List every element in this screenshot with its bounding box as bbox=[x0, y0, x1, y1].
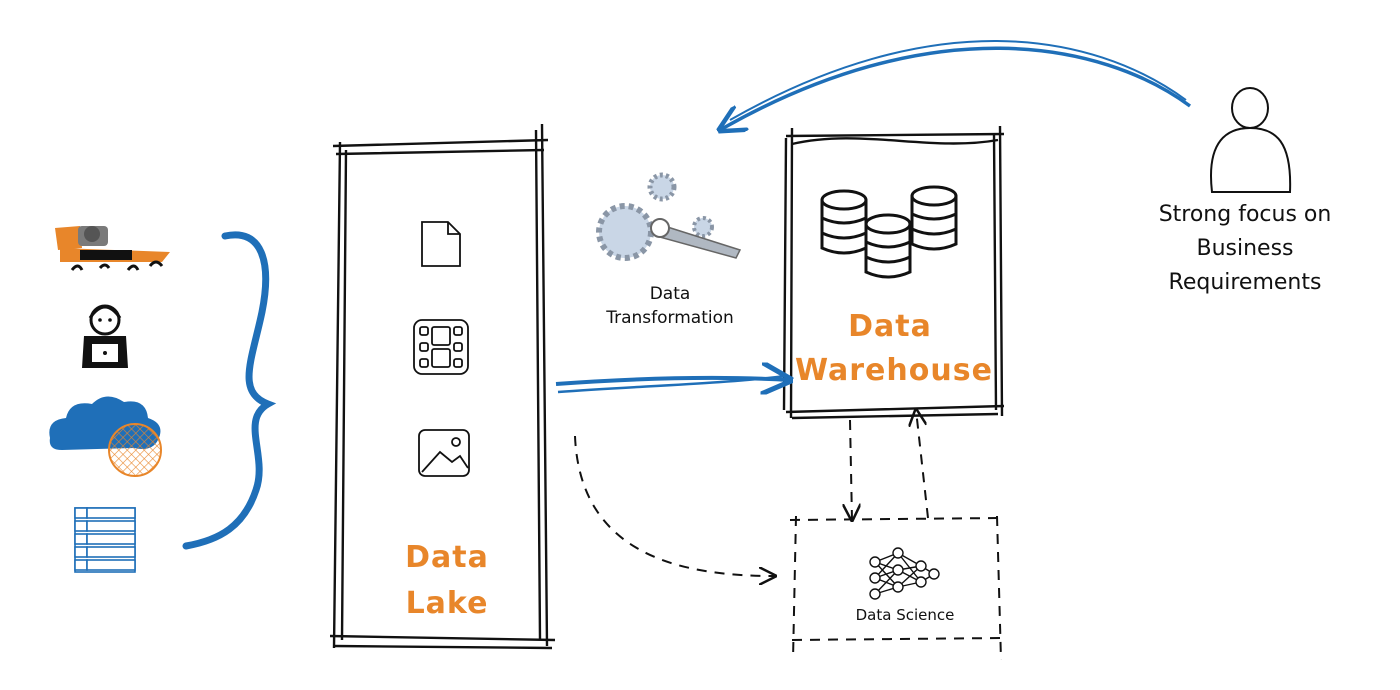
business-requirements-label: Strong focus on Business Requirements bbox=[1120, 198, 1370, 300]
data-science-box bbox=[789, 515, 1003, 661]
data-transformation-line2: Transformation bbox=[606, 308, 734, 328]
person-laptop-icon bbox=[82, 304, 128, 368]
requirements-feedback-arrow-2 bbox=[729, 40, 1187, 121]
document-icon bbox=[421, 221, 461, 267]
business-requirements-line3: Requirements bbox=[1168, 270, 1322, 295]
science-to-warehouse-arrow bbox=[916, 410, 929, 519]
requirements-feedback-arrow bbox=[720, 46, 1192, 130]
table-icon bbox=[74, 507, 136, 573]
data-transformation-label: Data Transformation bbox=[580, 282, 760, 330]
data-warehouse-label: Data Warehouse bbox=[795, 305, 993, 393]
image-icon bbox=[418, 429, 470, 477]
business-requirements-line2: Business bbox=[1196, 236, 1294, 261]
warehouse-to-science-arrow bbox=[850, 419, 852, 520]
gears-icon bbox=[596, 172, 742, 261]
data-lake-label: Data Lake bbox=[392, 535, 502, 627]
data-lake-box bbox=[329, 123, 556, 650]
sources-brace bbox=[182, 231, 277, 550]
data-warehouse-title-line2: Warehouse bbox=[795, 353, 993, 388]
business-requirements-line1: Strong focus on bbox=[1158, 202, 1332, 227]
data-lake-title-line2: Lake bbox=[405, 586, 489, 621]
neural-network-icon bbox=[869, 547, 940, 600]
data-warehouse-title-line1: Data bbox=[848, 309, 932, 344]
data-transformation-line1: Data bbox=[649, 284, 691, 304]
lake-to-science-arrow bbox=[574, 435, 775, 576]
data-science-label: Data Science bbox=[855, 606, 955, 624]
machine-source-icon bbox=[55, 226, 170, 271]
film-icon bbox=[413, 319, 469, 375]
data-lake-title-line1: Data bbox=[405, 540, 489, 575]
business-user-icon bbox=[1210, 87, 1292, 193]
lake-to-warehouse-arrow-2 bbox=[557, 374, 787, 394]
database-icon bbox=[820, 185, 958, 279]
cloud-icon bbox=[49, 396, 162, 477]
